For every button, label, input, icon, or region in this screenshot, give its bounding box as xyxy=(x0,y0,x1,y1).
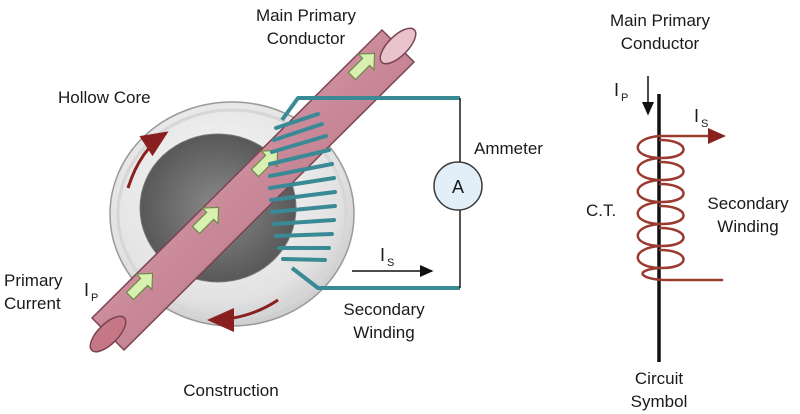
secondary-winding-label-line2: Winding xyxy=(353,323,414,342)
circuit-symbol-caption-line1: Circuit xyxy=(635,369,683,388)
main-primary-label-line1: Main Primary xyxy=(256,6,357,25)
main-primary-label-line2: Conductor xyxy=(267,29,346,48)
secondary-winding-coil xyxy=(268,112,337,262)
hollow-core-label: Hollow Core xyxy=(58,88,151,107)
rod-arrow-2 xyxy=(191,206,220,235)
rod-arrow-3 xyxy=(250,149,279,178)
primary-current-label-line1: Primary xyxy=(4,271,63,290)
symbol-main-primary-label-line1: Main Primary xyxy=(610,11,711,30)
symbol-is-label: I xyxy=(694,106,699,126)
winding-leads xyxy=(280,96,460,290)
ct-label: C.T. xyxy=(586,201,616,220)
rod-current-arrows xyxy=(125,52,376,301)
ip-label: I xyxy=(84,280,89,300)
rod-arrow-1 xyxy=(125,272,154,301)
ip-subscript: P xyxy=(91,292,98,304)
rod-arrow-4 xyxy=(347,52,376,81)
primary-current-label-line2: Current xyxy=(4,294,61,313)
secondary-winding-label-line1: Secondary xyxy=(343,300,425,319)
flux-arrow-lower xyxy=(207,298,279,332)
symbol-secondary-label-line2: Winding xyxy=(717,217,778,236)
symbol-is-subscript: S xyxy=(701,118,708,130)
flux-arrow-upper xyxy=(126,131,169,189)
symbol-ip-subscript: P xyxy=(621,92,628,104)
construction-caption: Construction xyxy=(183,381,278,400)
ammeter-symbol: A xyxy=(452,177,464,197)
is-subscript: S xyxy=(387,257,394,269)
symbol-main-primary-label-line2: Conductor xyxy=(621,34,700,53)
is-label: I xyxy=(380,245,385,265)
ammeter-circle: A xyxy=(433,161,483,211)
symbol-ip-label: I xyxy=(614,80,619,100)
symbol-secondary-label-line1: Secondary xyxy=(707,194,789,213)
circuit-symbol-caption-line2: Symbol xyxy=(631,392,688,411)
ammeter-label: Ammeter xyxy=(474,139,543,158)
